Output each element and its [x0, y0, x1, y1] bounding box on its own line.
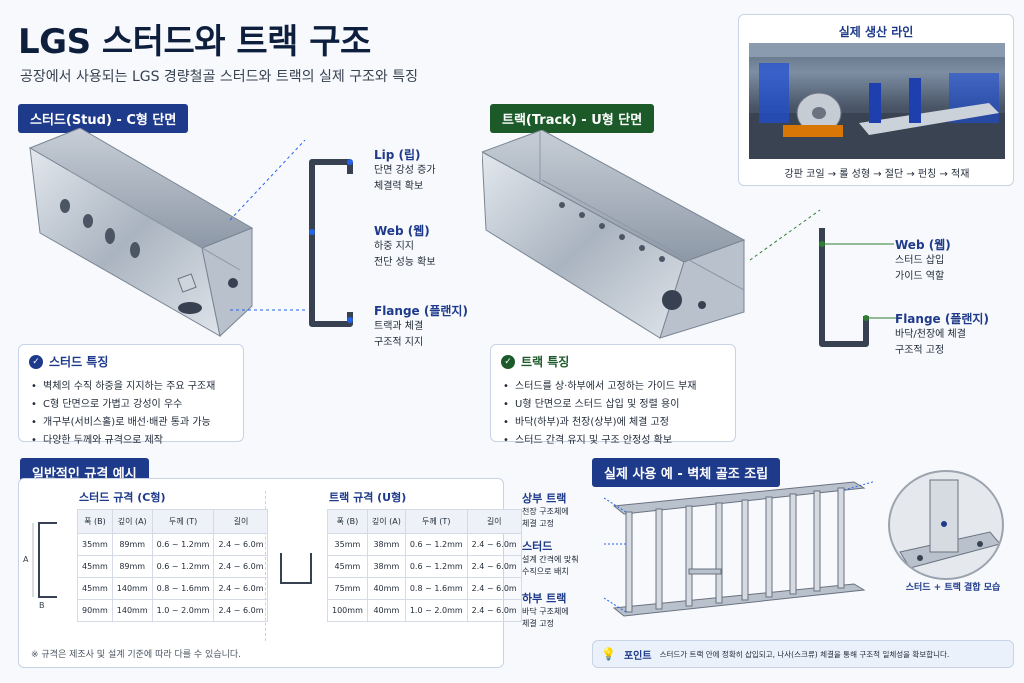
production-line-photo — [749, 43, 1005, 159]
track-features-card: ✓ 트랙 특징 스터드를 상·하부에서 고정하는 가이드 부재 U형 단면으로 … — [490, 344, 736, 450]
stud-spec-title: 스터드 규격 (C형) — [79, 491, 166, 504]
stud-c-section — [309, 159, 353, 327]
track-callout-lines — [749, 209, 821, 261]
table-header-row: 폭 (B) 깊이 (A) 두께 (T) 길이 — [327, 509, 522, 534]
point-label: 포인트 — [623, 650, 652, 662]
table-header-row: 폭 (B) 깊이 (A) 두께 (T) 길이 — [77, 509, 269, 534]
stud-part-lip: Lip (립) 단면 강성 증가 체결력 확보 — [374, 148, 436, 192]
stud-features-card: ✓ 스터드 특징 벽체의 수직 하중을 지지하는 주요 구조재 C형 단면으로 … — [18, 344, 244, 450]
stud-part-web: Web (웹) 하중 지지 전단 성능 확보 — [374, 224, 436, 268]
stud-dimension-diagram — [32, 522, 57, 598]
production-card: 실제 생산 라인 강판 코일 → 롤 성형 → 절단 → 펀칭 → 적재 — [738, 14, 1014, 186]
list-item: 개구부(서비스홀)로 배선·배관 통과 가능 — [29, 414, 233, 432]
dim-b-label: B — [39, 601, 45, 610]
stud-callout-lines — [229, 140, 306, 311]
list-item: 다양한 두께와 규격으로 제작 — [29, 432, 233, 450]
wall-frame-illustration — [604, 481, 874, 617]
stud-illustration — [28, 128, 254, 337]
track-section-tag: 트랙(Track) - U형 단면 — [490, 104, 655, 133]
example-label-bottom-track: 하부 트랙 바닥 구조체에 체결 고정 — [522, 592, 569, 628]
stud-section-tag: 스터드(Stud) - C형 단면 — [18, 104, 189, 133]
list-item: 스터드를 상·하부에서 고정하는 가이드 부재 — [501, 378, 725, 396]
track-illustration — [482, 130, 746, 339]
list-item: C형 단면으로 가볍고 강성이 우수 — [29, 396, 233, 414]
stud-track-detail — [888, 470, 1004, 580]
point-banner: 💡 포인트 스터드가 트랙 안에 정확히 삽입되고, 나사(스크류) 체결을 통… — [592, 640, 1014, 668]
track-spec-title: 트랙 규격 (U형) — [329, 491, 407, 504]
specs-note: ※ 규격은 제조사 및 설계 기준에 따라 다를 수 있습니다. — [31, 650, 242, 660]
track-features-list: 스터드를 상·하부에서 고정하는 가이드 부재 U형 단면으로 스터드 삽입 및… — [501, 378, 725, 450]
track-part-web: Web (웹) 스터드 삽입 가이드 역할 — [895, 238, 951, 282]
dim-a-label: A — [23, 555, 29, 564]
stud-features-list: 벽체의 수직 하중을 지지하는 주요 구조재 C형 단면으로 가볍고 강성이 우… — [29, 378, 233, 450]
point-text: 스터드가 트랙 안에 정확히 삽입되고, 나사(스크류) 체결을 통해 구조적 … — [659, 649, 950, 659]
example-label-top-track: 상부 트랙 천장 구조체에 체결 고정 — [522, 492, 569, 528]
detail-caption: 스터드 + 트랙 결합 모습 — [905, 583, 1001, 593]
track-part-flange: Flange (플랜지) 바닥/천장에 체결 구조적 고정 — [895, 312, 989, 356]
check-icon: ✓ — [501, 354, 515, 369]
lightbulb-icon: 💡 — [601, 647, 616, 661]
list-item: U형 단면으로 스터드 삽입 및 정렬 용이 — [501, 396, 725, 414]
production-title: 실제 생산 라인 — [838, 25, 914, 39]
list-item: 스터드 간격 유지 및 구조 안정성 확보 — [501, 432, 725, 450]
page-title: LGS 스터드와 트랙 구조 — [18, 22, 371, 62]
list-item: 바닥(하부)과 천장(상부)에 체결 고정 — [501, 414, 725, 432]
example-label-stud: 스터드 설계 간격에 맞춰 수직으로 배치 — [522, 540, 579, 576]
stud-part-flange: Flange (플랜지) 트랙과 체결 구조적 지지 — [374, 304, 468, 348]
check-icon: ✓ — [29, 354, 43, 369]
list-item: 벽체의 수직 하중을 지지하는 주요 구조재 — [29, 378, 233, 396]
production-caption: 강판 코일 → 롤 성형 → 절단 → 펀칭 → 적재 — [784, 169, 970, 180]
page-subtitle: 공장에서 사용되는 LGS 경량철골 스터드와 트랙의 실제 구조와 특징 — [20, 69, 419, 85]
example-section-tag: 실제 사용 예 - 벽체 골조 조립 — [592, 458, 781, 487]
specs-card: 스터드 규격 (C형) 트랙 규격 (U형) A B 폭 (B) 깊이 (A) … — [18, 478, 522, 668]
track-dimension-diagram — [280, 553, 312, 584]
